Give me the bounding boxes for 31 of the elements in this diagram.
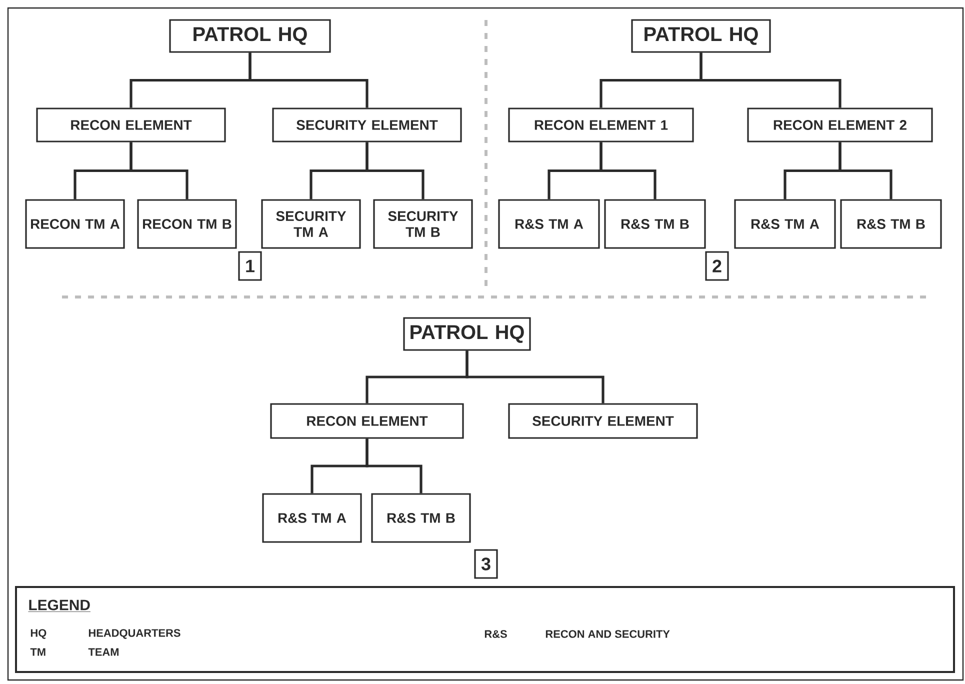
team-box: SECURITY TM B <box>373 199 473 249</box>
connector <box>838 142 892 200</box>
connector <box>700 52 842 108</box>
connector <box>366 438 422 494</box>
team-box: R&S TM B <box>371 493 471 543</box>
hq-box: PATROL HQ <box>403 317 531 351</box>
team-box: R&S TM A <box>734 199 836 249</box>
team-box: SECURITY TM A <box>261 199 361 249</box>
element-box: SECURITY ELEMENT <box>272 108 462 142</box>
number-box: 3 <box>474 549 498 579</box>
connector <box>366 142 424 200</box>
element-box: SECURITY ELEMENT <box>508 403 698 439</box>
element-box: RECON ELEMENT 1 <box>508 108 694 142</box>
element-box: RECON ELEMENT <box>270 403 464 439</box>
connector <box>130 142 188 200</box>
hq-box: PATROL HQ <box>631 19 771 53</box>
connector <box>248 52 368 108</box>
team-box: R&S TM B <box>840 199 942 249</box>
team-box: R&S TM A <box>262 493 362 543</box>
team-box: R&S TM A <box>498 199 600 249</box>
connector <box>600 142 656 200</box>
team-box: RECON TM A <box>25 199 125 249</box>
team-box: RECON TM B <box>137 199 237 249</box>
hq-box: PATROL HQ <box>169 19 331 53</box>
connector <box>466 350 604 404</box>
element-box: RECON ELEMENT <box>36 108 226 142</box>
legend-box: LEGEND HQ HEADQUARTERS R&S RECON AND SECURITY TM TEAM <box>15 586 955 673</box>
element-box: RECON ELEMENT 2 <box>747 108 933 142</box>
number-box: 2 <box>705 251 729 281</box>
number-box: 1 <box>238 251 262 281</box>
team-box: R&S TM B <box>604 199 706 249</box>
